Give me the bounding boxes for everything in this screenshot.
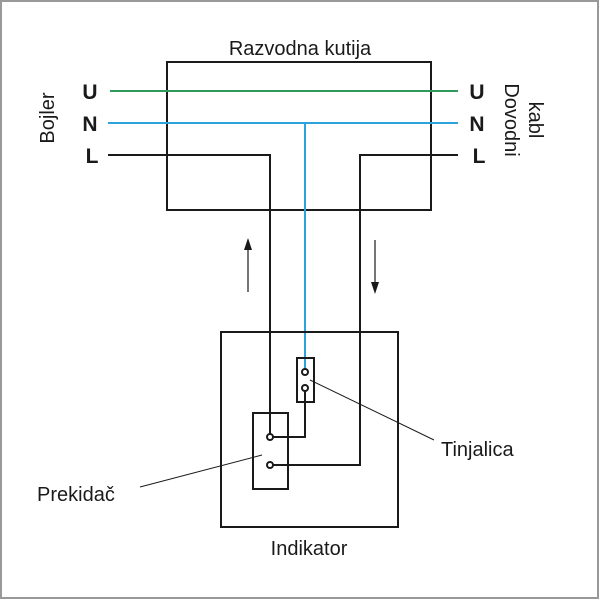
junction-box-label: Razvodna kutija: [229, 38, 372, 60]
supply-cable-label-2: kabl: [524, 102, 546, 139]
arrow-up-icon: [244, 238, 252, 292]
wire-l-supply: [270, 154, 458, 466]
switch-leader-line: [139, 454, 263, 488]
wire-l-load: [108, 154, 271, 437]
indicator-label: Indikator: [271, 538, 348, 560]
wire-lamp-switch: [270, 388, 306, 438]
switch-terminal-1: [266, 433, 274, 441]
switch-label: Prekidač: [37, 484, 115, 506]
supply-cable-label-1: Dovodni: [500, 83, 522, 156]
indicator-box: [220, 331, 399, 528]
right-terminal-l: L: [473, 145, 486, 168]
right-terminal-u: U: [469, 81, 484, 104]
right-terminal-n: N: [469, 113, 484, 136]
neon-lamp: [296, 357, 315, 403]
lamp-terminal-1: [301, 368, 309, 376]
lamp-leader-line: [309, 379, 435, 441]
switch-terminal-2: [266, 461, 274, 469]
arrow-down-icon: [371, 240, 379, 294]
left-terminal-u: U: [82, 81, 97, 104]
lamp-label: Tinjalica: [441, 439, 514, 461]
lamp-terminal-2: [301, 384, 309, 392]
left-terminal-l: L: [86, 145, 99, 168]
junction-box: [166, 61, 432, 211]
left-terminal-n: N: [82, 113, 97, 136]
switch: [252, 412, 289, 490]
boiler-label: Bojler: [37, 92, 59, 143]
